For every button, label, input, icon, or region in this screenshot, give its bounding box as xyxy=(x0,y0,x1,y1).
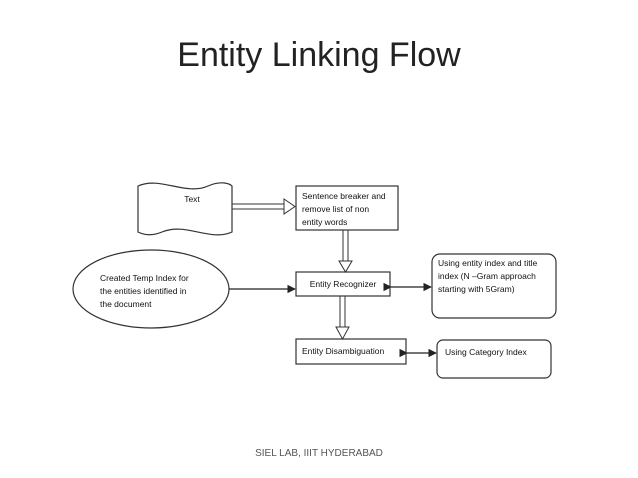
arrow-breaker-to-recognizer xyxy=(338,230,353,273)
sentence-breaker-label-2: remove list of non xyxy=(302,204,369,214)
sentence-breaker-label-3: entity words xyxy=(302,217,347,227)
sentence-breaker-label-1: Sentence breaker and xyxy=(302,191,386,201)
arrow-recognizer-to-disambiguation xyxy=(335,296,350,341)
entity-index-label-2: index (N –Gram approach xyxy=(438,271,536,281)
slide-footer: SIEL LAB, IIIT HYDERABAD xyxy=(255,448,383,459)
category-index-node: Using Category Index xyxy=(436,339,552,379)
temp-index-label-1: Created Temp Index for xyxy=(100,273,189,283)
sentence-breaker-node: Sentence breaker and remove list of non … xyxy=(295,185,399,231)
entity-index-label-1: Using entity index and title xyxy=(438,258,537,268)
temp-index-node: Created Temp Index for the entities iden… xyxy=(72,249,230,329)
slide-title: Entity Linking Flow xyxy=(177,36,461,74)
temp-index-label-3: the document xyxy=(100,299,152,309)
text-document-label: Text xyxy=(184,194,200,204)
entity-recognizer-label: Entity Recognizer xyxy=(310,279,377,289)
arrow-text-to-breaker xyxy=(232,198,296,215)
entity-recognizer-node: Entity Recognizer xyxy=(295,271,391,297)
text-document-node: Text xyxy=(137,182,233,236)
category-index-label: Using Category Index xyxy=(445,347,527,357)
entity-index-label-3: starting with 5Gram) xyxy=(438,284,515,294)
temp-index-label-2: the entities identified in xyxy=(100,286,187,296)
entity-disambiguation-node: Entity Disambiguation xyxy=(295,338,407,365)
entity-index-node: Using entity index and title index (N –G… xyxy=(431,253,557,319)
entity-disambiguation-label: Entity Disambiguation xyxy=(302,346,384,356)
